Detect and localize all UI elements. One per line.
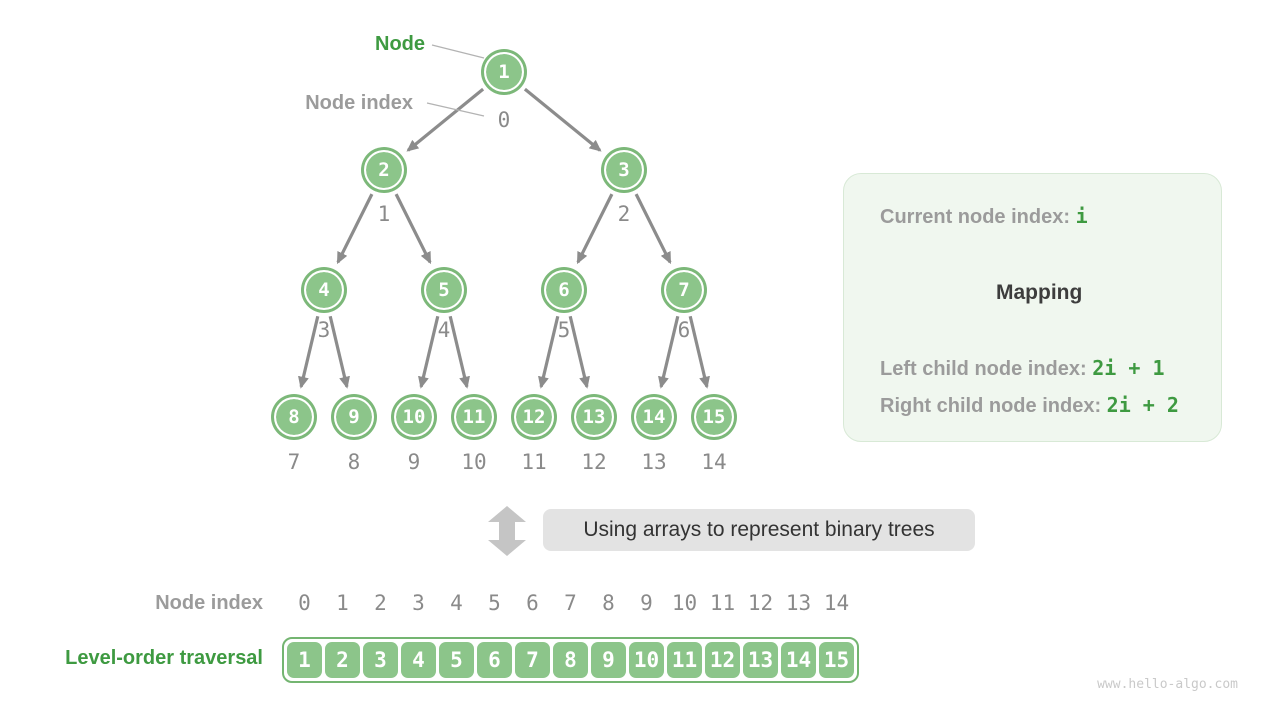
array-index: 13 (785, 591, 812, 615)
mapping-label: Mapping (996, 281, 1083, 304)
node-index-value: 12 (581, 450, 607, 474)
tree-edge (406, 87, 485, 152)
array-cell: 13 (743, 642, 778, 678)
watermark: www.hello-algo.com (1097, 677, 1238, 692)
array-index-row-label: Node index (155, 592, 263, 614)
tree-node: 5 (424, 270, 464, 310)
array-index: 3 (412, 591, 425, 615)
array-index: 11 (709, 591, 736, 615)
array-cell: 11 (667, 642, 702, 678)
tree-node: 6 (544, 270, 584, 310)
node-index-value: 7 (287, 450, 301, 474)
array-index: 12 (747, 591, 774, 615)
tree-edge (688, 315, 710, 389)
tree-node: 8 (274, 397, 314, 437)
array-cell: 5 (439, 642, 474, 678)
tree-node: 9 (334, 397, 374, 437)
tree-node: 1 (484, 52, 524, 92)
tree-edge (568, 315, 590, 389)
node-index-value: 1 (377, 202, 391, 226)
tree-node: 13 (574, 397, 614, 437)
tree-edge (576, 193, 614, 265)
array-index: 4 (450, 591, 463, 615)
node-callout-leader-line (431, 44, 485, 59)
node-index-value: 3 (317, 318, 331, 342)
array-index: 8 (602, 591, 615, 615)
array-index: 1 (336, 591, 349, 615)
tree-node: 15 (694, 397, 734, 437)
tree-node: 3 (604, 150, 644, 190)
array-index: 9 (640, 591, 653, 615)
current-node-index-line: Current node index: i (880, 204, 1088, 229)
node-index-value: 10 (461, 450, 487, 474)
tree-node: 7 (664, 270, 704, 310)
tree-node: 14 (634, 397, 674, 437)
node-index-value: 0 (497, 108, 511, 132)
array-cell: 1 (287, 642, 322, 678)
tree-edge (298, 315, 320, 389)
tree-node: 4 (304, 270, 344, 310)
right-child-index-line: Right child node index: 2i + 2 (880, 393, 1179, 418)
level-order-traversal-label: Level-order traversal (65, 647, 263, 669)
array-cell: 8 (553, 642, 588, 678)
array-index: 7 (564, 591, 577, 615)
array-cell: 10 (629, 642, 664, 678)
mapping-info-panel: Current node index: i Mapping Left child… (843, 173, 1222, 442)
caption-banner: Using arrays to represent binary trees (543, 509, 975, 551)
node-index-value: 13 (641, 450, 667, 474)
array-index: 5 (488, 591, 501, 615)
tree-edge (394, 193, 432, 265)
left-child-index-formula: 2i + 1 (1092, 356, 1165, 380)
node-callout-label: Node (375, 33, 425, 55)
tree-edge (523, 87, 602, 152)
array-cell: 7 (515, 642, 550, 678)
tree-node: 2 (364, 150, 404, 190)
array-cell: 12 (705, 642, 740, 678)
array-index: 6 (526, 591, 539, 615)
array-cell: 15 (819, 642, 854, 678)
left-child-index-line: Left child node index: 2i + 1 (880, 356, 1164, 381)
node-index-value: 6 (677, 318, 691, 342)
tree-edge (418, 315, 440, 389)
array-cell: 4 (401, 642, 436, 678)
tree-node: 12 (514, 397, 554, 437)
array-cell: 3 (363, 642, 398, 678)
node-index-value: 14 (701, 450, 727, 474)
up-down-arrow-icon (488, 506, 526, 556)
tree-edge (658, 315, 680, 389)
tree-node: 10 (394, 397, 434, 437)
current-node-index-value: i (1075, 204, 1088, 228)
node-index-value: 9 (407, 450, 421, 474)
left-child-index-label: Left child node index: (880, 358, 1087, 380)
node-index-value: 8 (347, 450, 361, 474)
node-index-value: 5 (557, 318, 571, 342)
right-child-index-formula: 2i + 2 (1106, 393, 1179, 417)
array-index: 0 (298, 591, 311, 615)
tree-edge (336, 193, 374, 265)
tree-node: 11 (454, 397, 494, 437)
node-index-value: 2 (617, 202, 631, 226)
tree-edge (328, 315, 350, 389)
current-node-index-label: Current node index: (880, 206, 1071, 228)
array-index: 14 (823, 591, 850, 615)
index-callout-leader-line (426, 102, 485, 117)
tree-edge (634, 193, 672, 265)
tree-edge (448, 315, 470, 389)
array-cell: 9 (591, 642, 626, 678)
array-index: 10 (671, 591, 698, 615)
node-index-callout-label: Node index (305, 92, 413, 114)
right-child-index-label: Right child node index: (880, 395, 1102, 417)
node-index-value: 11 (521, 450, 547, 474)
array-cell: 6 (477, 642, 512, 678)
array-cell: 14 (781, 642, 816, 678)
node-index-value: 4 (437, 318, 451, 342)
tree-edge-lines (298, 87, 710, 389)
tree-edge (538, 315, 560, 389)
array-index: 2 (374, 591, 387, 615)
array-cell: 2 (325, 642, 360, 678)
